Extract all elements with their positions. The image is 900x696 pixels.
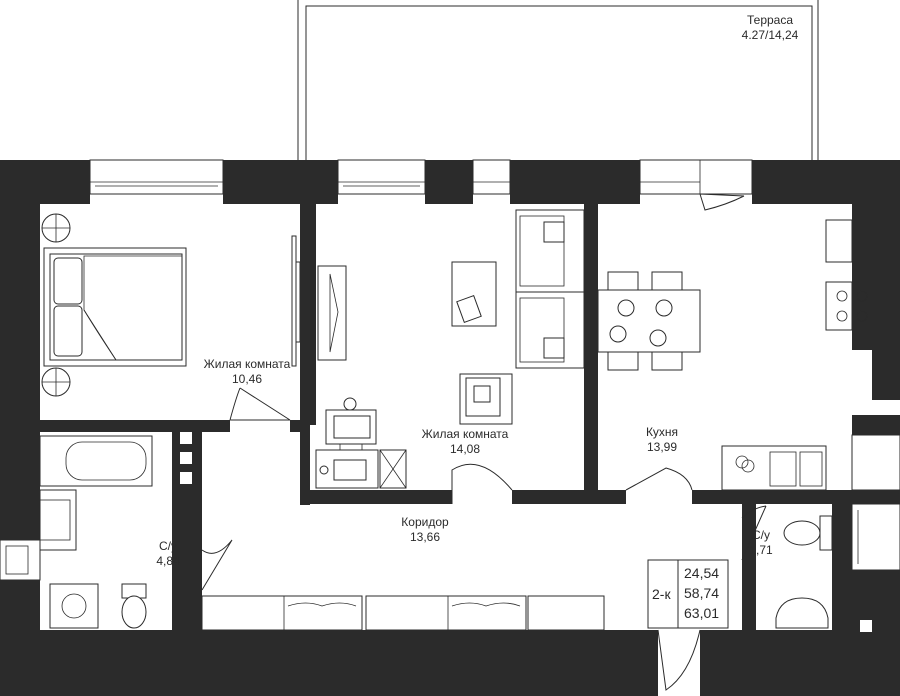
living-room-name: Жилая комната	[422, 427, 509, 441]
corridor-area: 13,66	[410, 530, 440, 544]
kitchen-name: Кухня	[646, 425, 678, 439]
bathroom-large-fixtures	[39, 435, 153, 629]
terrace	[297, 0, 819, 160]
total-area-value: 63,01	[684, 605, 719, 621]
apartment-type: 2-к	[652, 586, 671, 602]
walls	[0, 160, 900, 696]
bedroom-furniture	[41, 213, 301, 397]
bathroom-small-fixtures	[775, 515, 833, 629]
room-labels: Терраса 4.27/14,24 Жилая комната 10,46 Ж…	[156, 13, 798, 568]
bathroom-small-area: 1,71	[749, 543, 773, 557]
terrace-area: 4.27/14,24	[742, 28, 799, 42]
corridor-wardrobes	[201, 595, 605, 631]
doors	[201, 193, 767, 691]
kitchen-furniture	[597, 219, 868, 491]
living-furniture	[315, 209, 585, 489]
bedroom-name: Жилая комната	[204, 357, 291, 371]
bathroom-large-name: С/у	[159, 539, 177, 553]
total-area-no-terrace-value: 58,74	[684, 585, 719, 601]
terrace-name: Терраса	[747, 13, 793, 27]
living-area-value: 24,54	[684, 565, 719, 581]
ventilation-shafts	[180, 400, 872, 632]
living-room-area: 14,08	[450, 442, 480, 456]
bedroom-area: 10,46	[232, 372, 262, 386]
windows	[0, 159, 900, 581]
bathroom-large-area: 4,84	[156, 554, 180, 568]
kitchen-area: 13,99	[647, 440, 677, 454]
bathroom-small-name: С/у	[752, 528, 770, 542]
summary-box: 2-к 24,54 58,74 63,01	[647, 559, 729, 629]
corridor-name: Коридор	[401, 515, 449, 529]
